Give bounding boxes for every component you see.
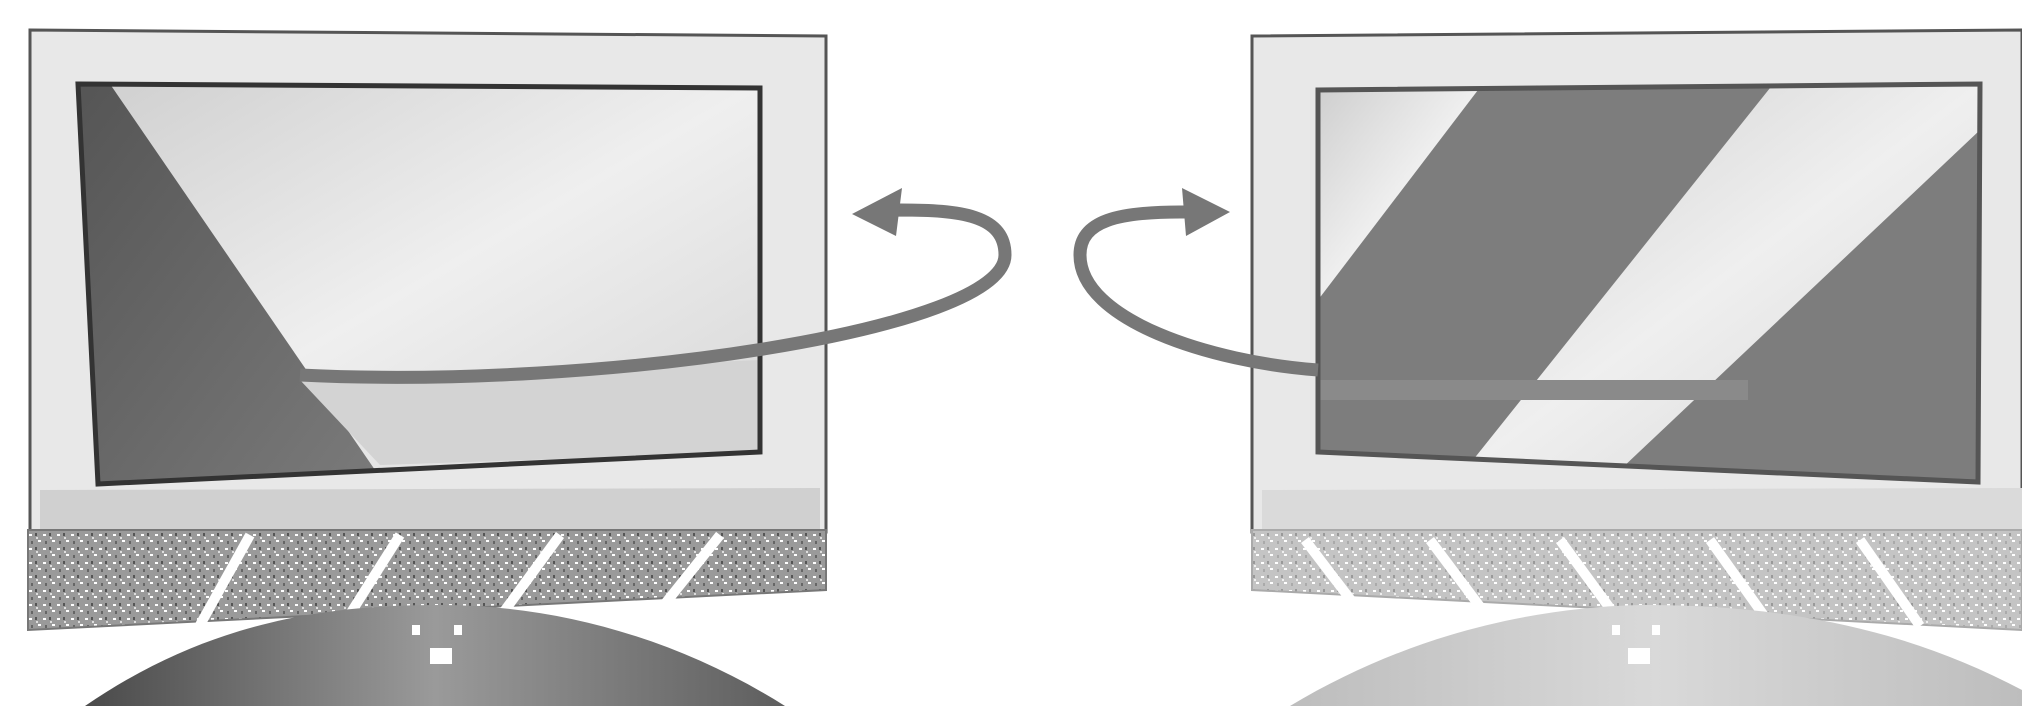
monitor-left	[27, 28, 828, 706]
monitor-right	[1250, 28, 2022, 706]
light-diagonal-band	[1318, 90, 1478, 300]
monitor-left-stand	[85, 605, 785, 706]
monitor-left-base	[27, 529, 827, 632]
monitor-right-stand	[1290, 605, 2022, 706]
monitor-right-base	[1251, 529, 2022, 632]
dark-diagonal-band	[78, 84, 375, 484]
curved-arrow-counterclockwise-icon	[299, 188, 1012, 384]
monitor-left-screen	[78, 84, 760, 484]
monitor-right-screen	[1318, 84, 1980, 482]
light-diagonal-band	[1465, 86, 1980, 470]
curved-arrow-clockwise-icon	[1073, 188, 1319, 377]
